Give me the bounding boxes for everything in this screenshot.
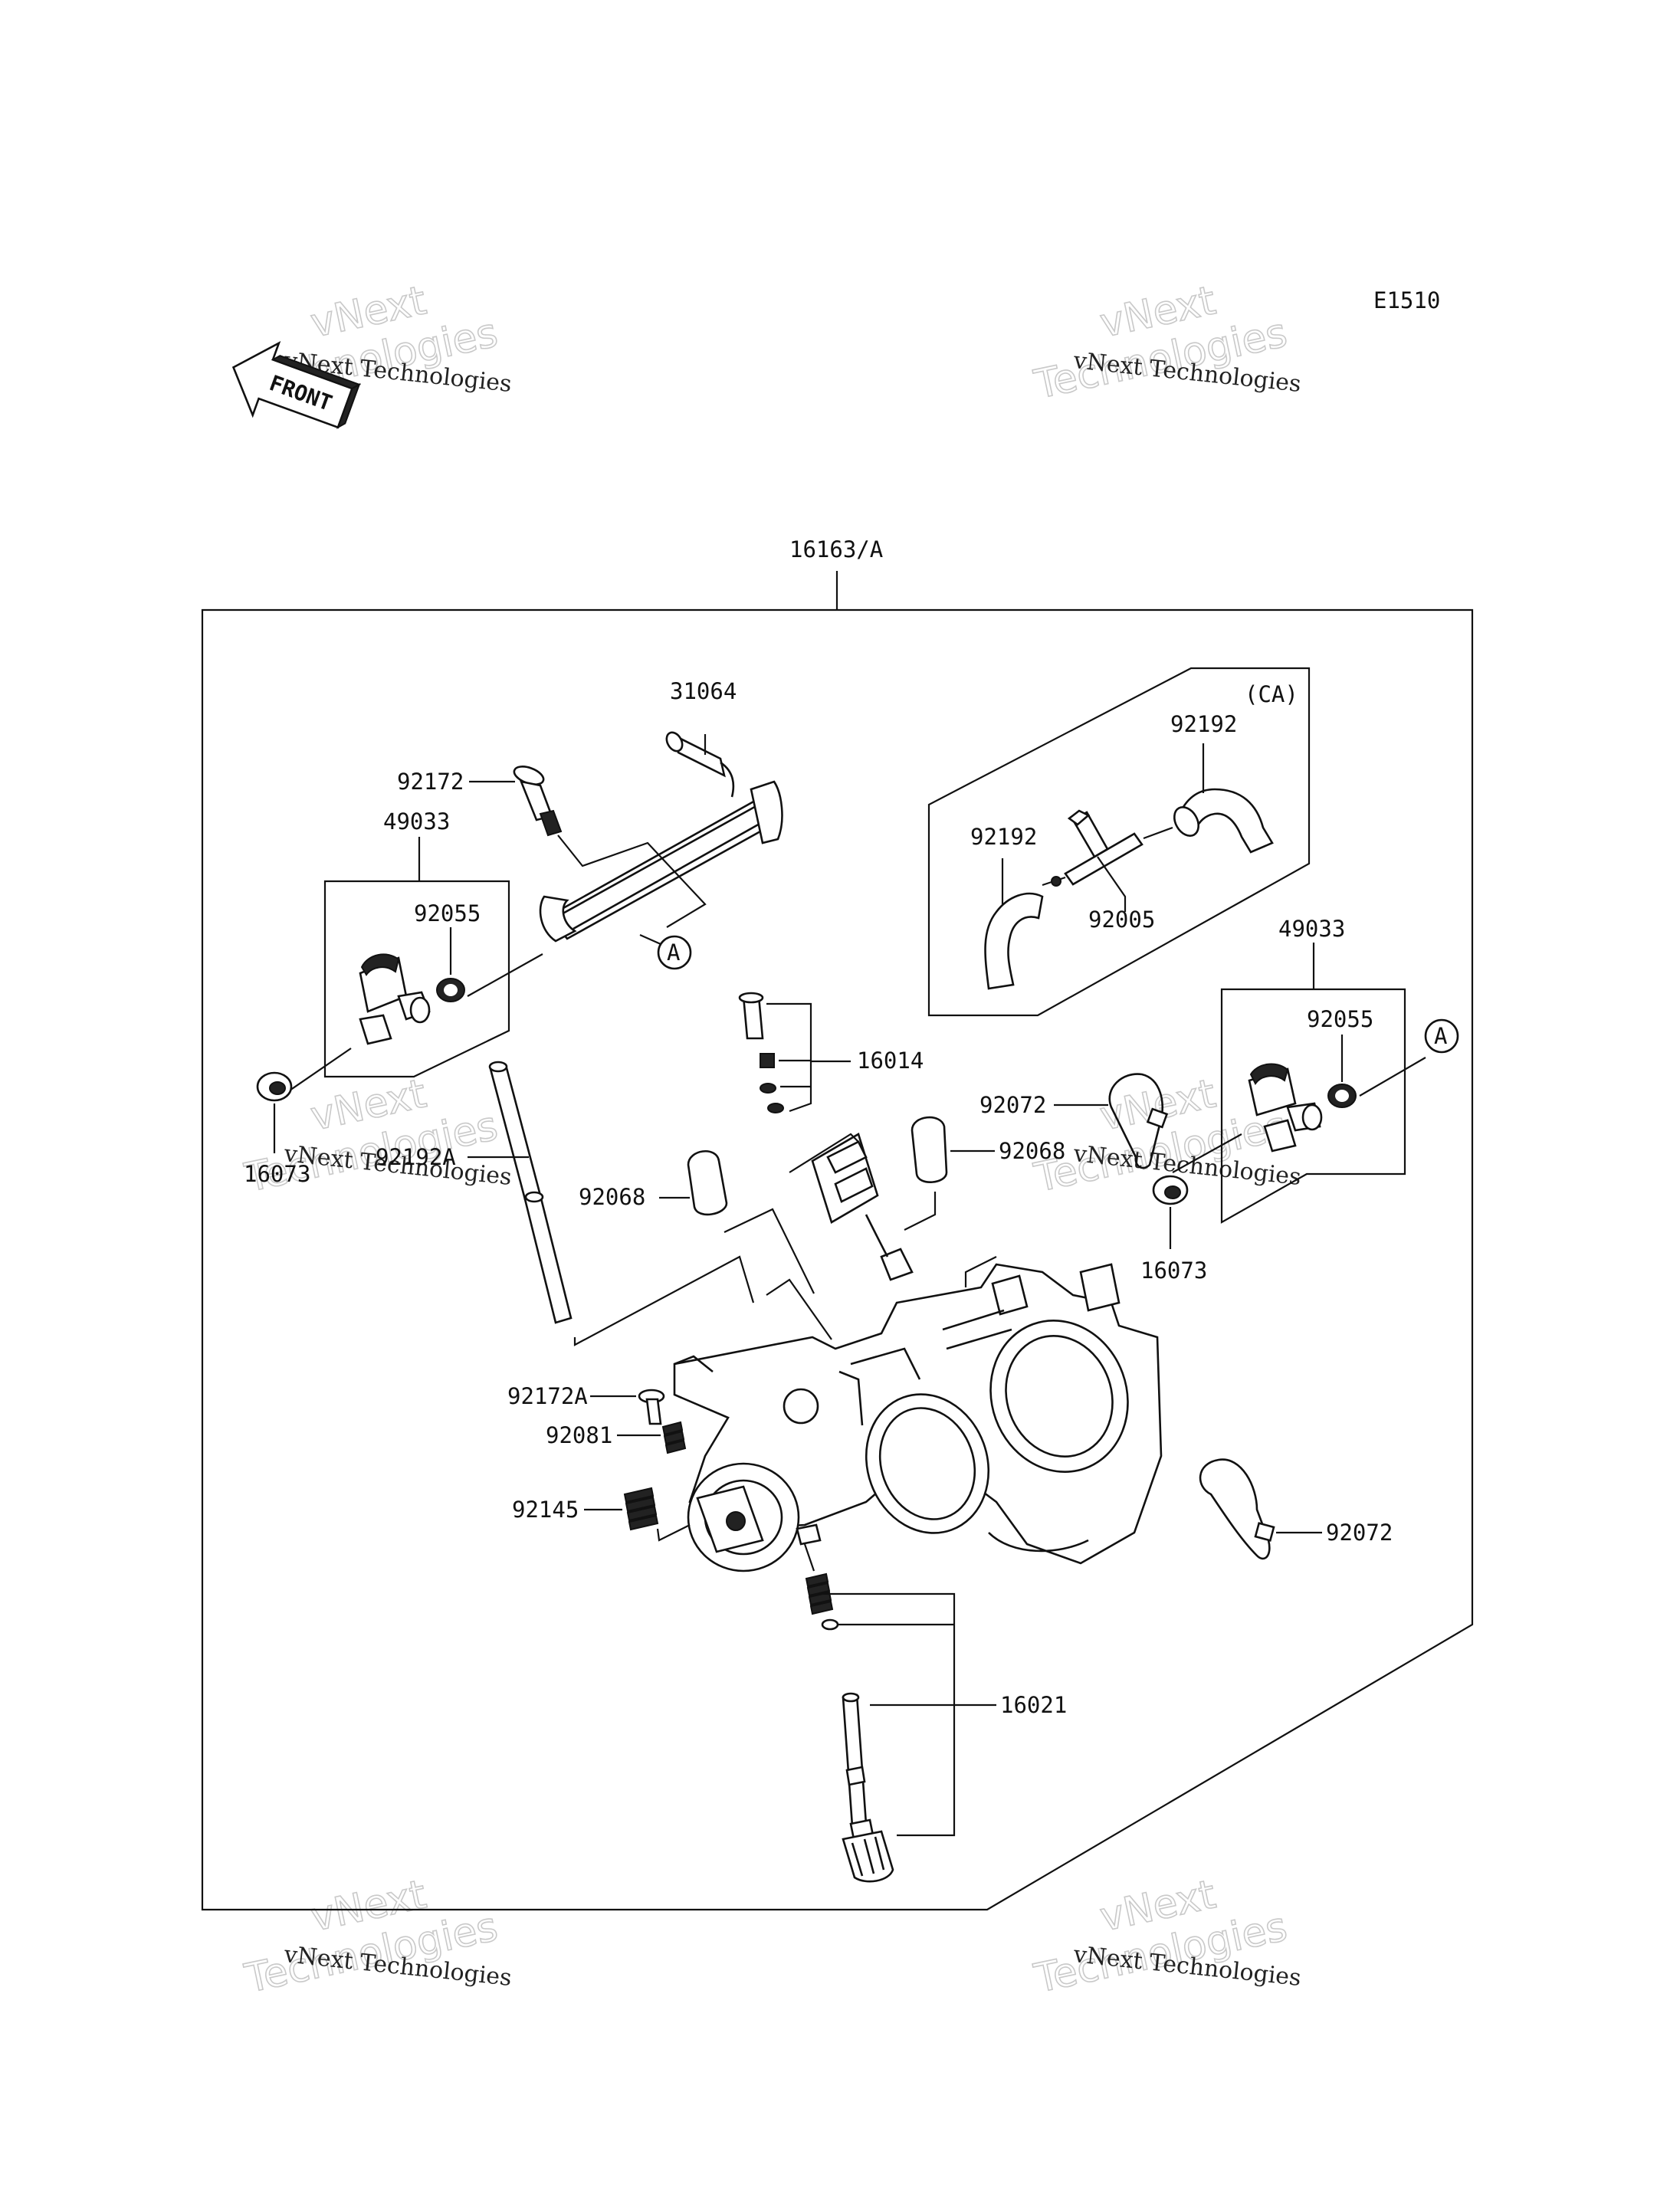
fuel-rail-bracket xyxy=(750,780,783,844)
part-label-92192-left: 92192 xyxy=(970,824,1037,850)
part-label-92055-right: 92055 xyxy=(1307,1006,1373,1032)
fuel-rail xyxy=(539,731,783,943)
hose-right-elbow xyxy=(1179,788,1274,854)
front-arrow-icon: FRONT xyxy=(231,341,362,429)
part-label-16073-right: 16073 xyxy=(1140,1258,1207,1284)
injector-box-left xyxy=(287,837,543,1093)
part-label-92145: 92145 xyxy=(512,1497,579,1523)
part-label-92192A: 92192A xyxy=(376,1144,456,1170)
cap-92068-left xyxy=(687,1149,728,1216)
reference-marker-a-right xyxy=(1424,1018,1459,1054)
part-label-92172A: 92172A xyxy=(507,1383,588,1409)
tps-sensor xyxy=(783,1388,819,1425)
reference-marker-a-left-text: A xyxy=(667,939,680,966)
part-label-92172: 92172 xyxy=(397,769,464,795)
cap-92068-right xyxy=(911,1116,948,1183)
bolt-92172 xyxy=(513,766,563,837)
part-label-92068-left: 92068 xyxy=(579,1184,645,1210)
part-label-16073-left: 16073 xyxy=(244,1161,310,1187)
idle-screw-set xyxy=(803,1543,894,1883)
screw-92172A xyxy=(638,1389,665,1425)
part-label-92072-bottom: 92072 xyxy=(1326,1520,1393,1546)
sensor-screw-set xyxy=(738,992,784,1113)
spring-92081 xyxy=(661,1421,687,1454)
assembly-label: 16163/A xyxy=(789,536,883,562)
clamp-92072-top xyxy=(1108,1073,1169,1169)
watermark-bottom-right: vNext Technologies vNext Technologies xyxy=(1029,1871,1302,2003)
tee-joint-tip xyxy=(1067,809,1091,826)
sensor-connector xyxy=(811,1133,914,1281)
throttle-body xyxy=(673,1263,1163,1572)
watermark-top-right: vNext Technologies vNext Technologies xyxy=(1029,277,1302,409)
reference-marker-a-right-text: A xyxy=(1434,1023,1447,1049)
ca-box-border xyxy=(927,667,1311,1017)
part-label-31064: 31064 xyxy=(670,678,737,704)
injector-box-right xyxy=(1172,943,1426,1224)
spring-92145 xyxy=(623,1487,659,1531)
injector-box-right-border xyxy=(1220,988,1406,1224)
fuel-rail-end-flange xyxy=(539,895,577,943)
cap-16073-left xyxy=(256,1071,293,1102)
throttle-bore-right xyxy=(989,1320,1129,1473)
hose-right-end xyxy=(1173,806,1200,837)
throttle-bore-left xyxy=(865,1393,990,1534)
injector-box-left-border xyxy=(323,880,510,1078)
part-label-92005: 92005 xyxy=(1088,907,1155,933)
part-label-16014: 16014 xyxy=(857,1048,924,1074)
variant-label: (CA) xyxy=(1245,681,1298,707)
part-label-92081: 92081 xyxy=(546,1422,612,1448)
part-label-92068-right: 92068 xyxy=(999,1138,1065,1164)
part-label-49033-left: 49033 xyxy=(383,808,450,835)
part-label-92072-top: 92072 xyxy=(979,1092,1046,1118)
diagram-code: E1510 xyxy=(1373,287,1440,313)
clamp-92072-bottom xyxy=(1199,1458,1275,1560)
part-label-16021: 16021 xyxy=(1000,1692,1067,1718)
idle-screw-knob xyxy=(842,1830,894,1883)
watermark-bottom-left: vNext Technologies vNext Technologies xyxy=(240,1871,513,2003)
part-label-49033-right: 49033 xyxy=(1278,916,1345,942)
part-label-92192-right: 92192 xyxy=(1170,711,1237,737)
hose-92192A xyxy=(488,1061,573,1324)
ca-hose-box xyxy=(927,667,1311,1017)
cap-16073-right xyxy=(1152,1175,1189,1205)
hose-left-elbow xyxy=(984,892,1044,990)
fuel-rail-body xyxy=(550,803,776,940)
part-label-92055-left: 92055 xyxy=(414,900,481,926)
assembly-border xyxy=(201,608,1474,1911)
reference-marker-a-left xyxy=(657,935,692,970)
tee-joint-body xyxy=(1064,832,1144,886)
assembly-outline xyxy=(201,571,1474,1911)
